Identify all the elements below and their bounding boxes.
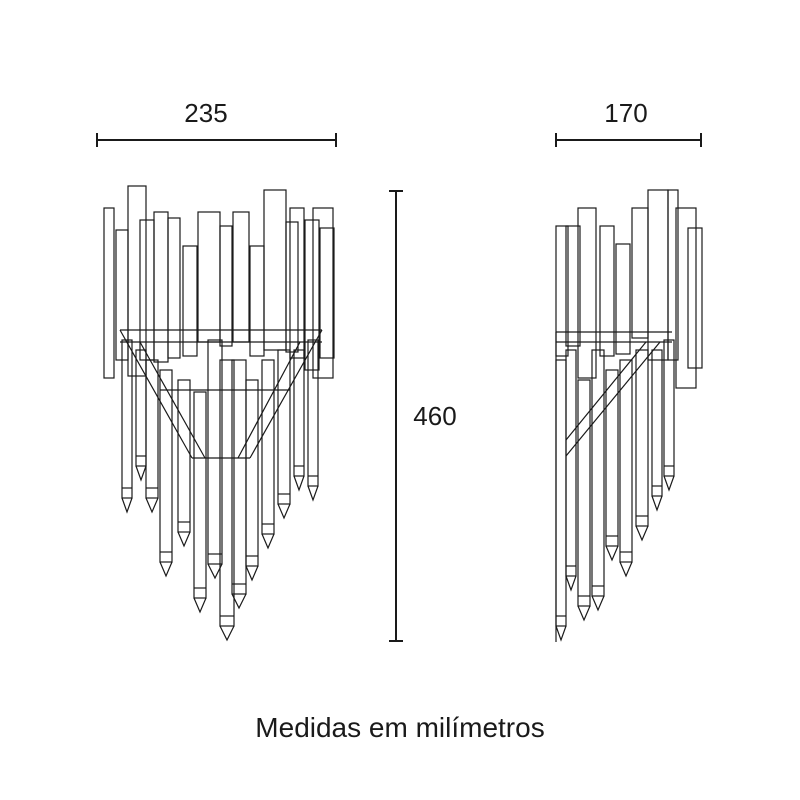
crystal-pendant [261,359,275,535]
crystal-rod [319,227,335,359]
crystal-rod [289,207,305,359]
front-width-dimension: 235 [96,98,337,147]
crystal-pendant [177,379,191,533]
crystal-rod [103,207,115,379]
crystal-tip [177,531,191,548]
crystal-rod [219,225,233,347]
crystal-pendant [277,349,291,505]
crystal-rod [631,207,649,339]
crystal-tip [577,605,591,622]
crystal-pendant [663,339,675,477]
crystal-pendant [591,349,605,597]
crystal-rod [249,245,265,357]
crystal-tip [651,495,663,512]
crystal-rod [139,219,155,361]
crystal-pendant [651,349,663,497]
crystal-tip [159,561,173,578]
crystal-rod [615,243,631,355]
crystal-pendant [121,339,133,499]
crystal-tip [619,561,633,578]
crystal-tip [121,497,133,514]
crystal-rod [565,225,581,347]
front-view-sconce [103,185,335,642]
crystal-tip [193,597,207,614]
crystal-tip [565,575,577,592]
crystal-pendant [565,349,577,577]
crystal-tip [145,497,159,514]
height-dimension: 460 [389,190,457,642]
crystal-pendant [555,359,567,627]
crystal-rod [599,225,615,357]
crystal-rod [667,189,679,361]
crystal-rod [555,225,569,357]
crystal-rod [577,207,597,379]
crystal-tip [135,465,147,482]
side-width-label: 170 [604,98,647,128]
crystal-rod [167,217,181,359]
front-width-label: 235 [184,98,227,128]
crystal-pendant [159,369,173,563]
crystal-pendant [605,369,619,547]
crystal-rod [127,185,147,377]
crystal-rod [647,189,669,361]
crystal-tip [261,533,275,550]
crystal-tip [605,545,619,562]
crystal-pendant [577,379,591,607]
crystal-rod [197,211,221,343]
crystal-rod [232,211,250,343]
crystal-pendant [207,339,223,565]
crystal-rod [263,189,287,351]
crystal-tip [231,593,247,610]
crystal-tip [293,475,305,492]
height-label: 460 [413,401,456,431]
crystal-rod [153,211,169,363]
crystal-pendant [619,359,633,563]
crystal-rod [285,221,299,353]
crystal-pendant [219,359,235,627]
frame-diagonal [565,341,661,457]
crystal-pendant [293,349,305,477]
crystal-rod [182,245,198,357]
side-width-dimension: 170 [555,98,702,147]
crystal-tip [245,565,259,582]
crystal-rod [687,227,703,369]
crystal-rod [304,219,320,371]
crystal-tip [635,525,649,542]
frame-diagonal-right-inner [237,341,301,459]
crystal-tip [591,595,605,612]
crystal-pendant [193,391,207,599]
crystal-tip [663,475,675,492]
crystal-tip [277,503,291,520]
crystal-rod [675,207,697,389]
frame-diagonal-left [119,329,193,459]
crystal-tip [219,625,235,642]
crystal-pendant [307,339,319,487]
side-view-sconce [555,189,703,642]
crystal-rod [312,207,334,379]
crystal-pendant [145,359,159,499]
crystal-pendant [635,349,649,527]
crystal-tip [555,625,567,642]
units-caption: Medidas em milímetros [255,712,545,743]
crystal-tip [307,485,319,502]
crystal-pendant [245,379,259,567]
